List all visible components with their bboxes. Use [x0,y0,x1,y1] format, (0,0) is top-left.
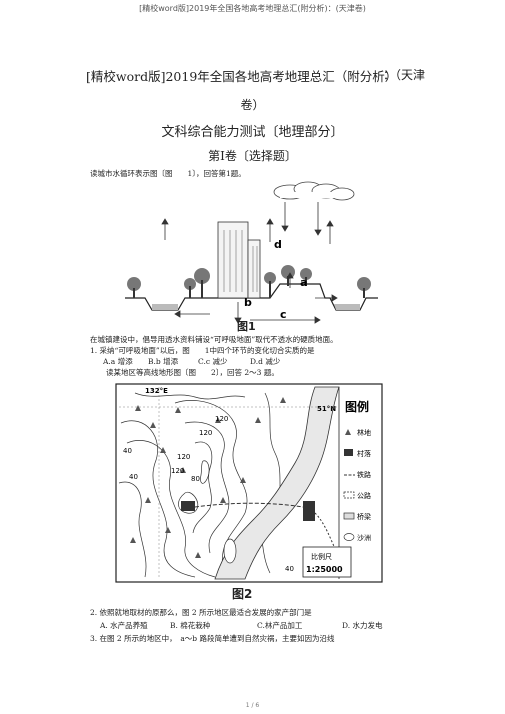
village-west [181,501,195,511]
q2-option-b: B. 棉花栽种 [170,621,211,630]
legend-bridge-icon [343,512,355,520]
village-east [303,501,315,521]
label-d: d [274,238,282,251]
water-body-right [334,304,360,310]
map-area: 132°E 51°N 120 120 40 40 80 120 120 40 [118,386,340,580]
contour-label-1: 120 [199,429,212,437]
q1-stem: 1. 采纳“可呼吸地面”以后，图 1中四个环节的变化切合实质的是 [90,346,315,355]
q2-stem: 2. 依照就地取材的原那么，图 2 所示地区最适合发展的家产部门是 [90,608,312,617]
doc-title-suffix: ：（天津 [383,68,426,82]
label-b: b [244,296,252,309]
contour-label-4: 40 [129,473,138,481]
contour-label-6: 120 [171,467,184,475]
section-title: 第Ⅰ卷〔选择题〕 [208,149,297,163]
label-c: c [280,308,287,321]
legend-forest-icon [345,429,351,435]
intro-fig2: 读某地区等高线地形图〔图 2〕，回答 2～3 题。 [106,368,279,377]
fig1-caption: 图1 [237,320,256,333]
q2-option-a: A. 水产品养殖 [100,621,148,630]
legend-sandbar-icon [343,533,355,541]
contour-label-3: 40 [123,447,132,455]
contour-label-5: 80 [191,475,200,483]
figure-1-water-cycle: a b c d [125,181,378,324]
scale-value: 1:25000 [306,565,343,574]
coord-left: 132°E [145,387,168,395]
doc-title: [精校word版]2019年全国各地高考地理总汇（附分析） [86,69,398,84]
railway [194,502,304,508]
flow-arrows [174,272,338,324]
sandbar [223,538,237,564]
scale-box [302,546,352,578]
doc-title-cont: 卷） [240,98,265,112]
q3-stem: 3. 在图 2 所示的地区中， a～b 路段简单遭到自然灾祸，主要如因为沿线 [90,634,335,643]
legend-item-railway: 铁路 [357,470,371,479]
page-number: 1 / 6 [245,702,260,709]
river [214,386,340,580]
water-body-left [152,304,178,310]
legend-item-sandbar: 沙洲 [357,534,371,542]
building-icon [217,221,261,299]
q2-option-c: C.林产品加工 [257,621,303,630]
q1-option-c: C.c 减少 [198,357,228,366]
cloud-icon [273,181,355,201]
contour-label-8: 40 [285,565,294,573]
intro-fig1: 读城市水循环表示图〔图 1〕，回答第1题。 [90,169,246,178]
contour-label-7: 120 [215,415,228,423]
coord-right: 51°N [317,405,336,413]
q1-option-b: B.b 增添 [148,357,179,366]
precipitation-arrows [161,202,334,244]
legend-title: 图例 [345,399,369,414]
doc-subtitle: 文科综合能力测试〔地理部分〕 [161,125,344,140]
scale-label: 比例尺 [311,552,332,561]
q1-context: 在城镇建设中，倡导用透水资料铺设“可呼吸地面”取代不透水的硬质地面。 [90,335,338,344]
figure-2-contour-map: 132°E 51°N 120 120 40 40 80 120 120 40 图… [115,383,383,583]
legend-village-icon [344,449,353,456]
legend-road-icon [343,491,355,499]
q2-option-d: D. 水力发电 [342,621,383,630]
fig2-caption: 图2 [232,587,253,601]
tree-icons [127,265,371,298]
legend-item-forest: 林地 [357,428,371,437]
page-header: [精校word版]2019年全国各地高考地理总汇(附分析)：(天津卷) [139,4,366,13]
q1-option-d: D.d 减少 [250,357,281,366]
forest-symbols [130,397,286,558]
contour-label-2: 120 [177,453,190,461]
q1-option-a: A.a 增添 [103,357,133,366]
legend-item-road: 公路 [357,491,371,500]
legend-item-bridge: 桥梁 [357,512,371,521]
legend-item-village: 村落 [357,449,371,458]
label-a: a [300,276,307,289]
